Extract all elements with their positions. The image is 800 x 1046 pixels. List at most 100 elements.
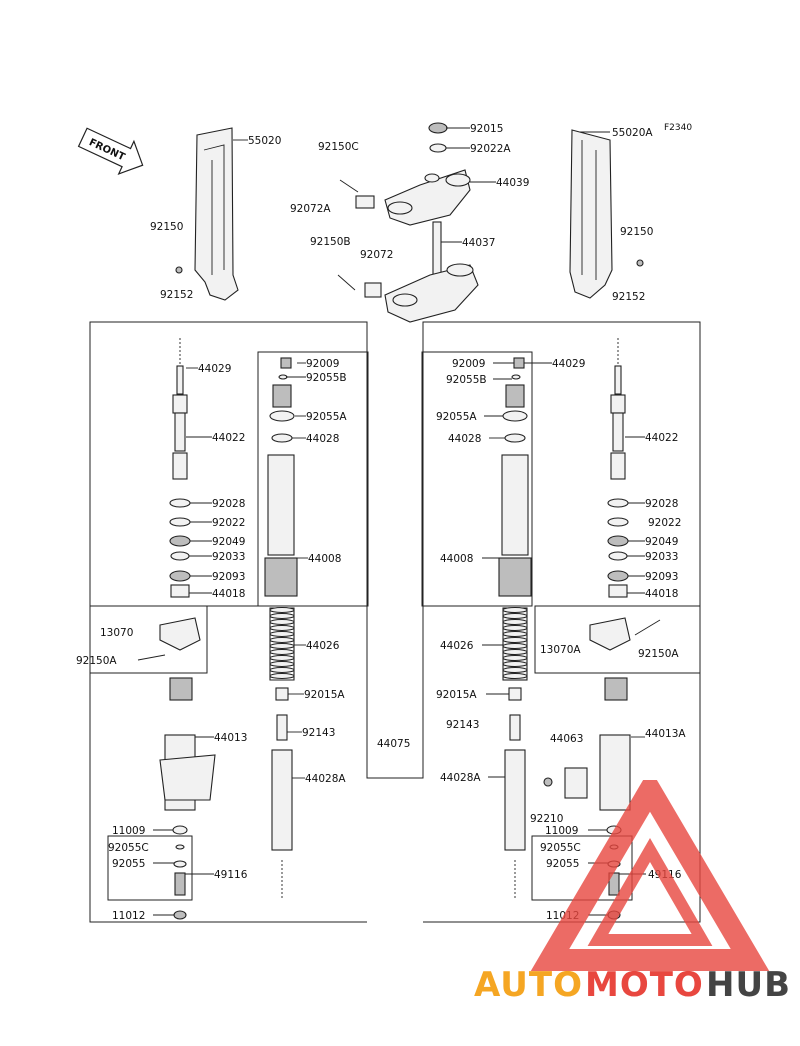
watermark-moto: MOTO <box>585 965 704 1005</box>
label-44063: 44063 <box>550 733 583 745</box>
label-44026-left: 44026 <box>306 640 340 652</box>
watermark-hub: HUB <box>706 965 791 1005</box>
label-44075: 44075 <box>377 738 410 750</box>
label-92150B: 92150B <box>310 236 351 248</box>
label-92022-right: 92022 <box>648 517 681 529</box>
label-44022-right: 44022 <box>645 432 678 444</box>
diagram-code: F2340 <box>664 123 692 133</box>
left-fork-spring-coil <box>269 672 295 680</box>
right-fork-spring-coil <box>502 624 528 632</box>
left-damper-rod <box>169 338 191 598</box>
label-92055-left: 92055 <box>112 858 145 870</box>
label-92022A: 92022A <box>470 143 511 155</box>
left-fork-spring-coil <box>269 630 295 638</box>
label-92015A-left: 92015A <box>304 689 345 701</box>
right-fork-spring-coil <box>502 660 528 668</box>
label-92055C-left: 92055C <box>108 842 149 854</box>
label-55020A: 55020A <box>612 127 653 139</box>
right-fork-spring-coil <box>502 642 528 650</box>
right-fork-spring-coil <box>502 606 528 614</box>
label-92072A: 92072A <box>290 203 331 215</box>
right-axle-clamp <box>589 617 661 651</box>
left-outer-tube <box>159 677 216 920</box>
label-13070: 13070 <box>100 627 133 639</box>
label-44008-left: 44008 <box>308 553 341 565</box>
label-44022-left: 44022 <box>212 432 245 444</box>
left-fork-spring-coil <box>269 636 295 644</box>
label-92015A-right: 92015A <box>436 689 477 701</box>
left-valve-box <box>107 835 193 901</box>
right-fork-spring-coil <box>502 618 528 626</box>
label-92210: 92210 <box>530 813 563 825</box>
label-92028-right: 92028 <box>645 498 678 510</box>
label-44029-left: 44029 <box>198 363 231 375</box>
label-92009-left: 92009 <box>306 358 339 370</box>
label-92055C-right: 92055C <box>540 842 581 854</box>
left-fork-spring-coil <box>269 624 295 632</box>
left-fork-spring-coil <box>269 612 295 620</box>
label-92055A-right: 92055A <box>436 411 477 423</box>
label-92049-left: 92049 <box>212 536 245 548</box>
left-fork-spring-coil <box>269 648 295 656</box>
watermark-triangle-logo <box>530 780 770 971</box>
label-92143-left: 92143 <box>302 727 335 739</box>
right-guard-bolt <box>636 259 644 267</box>
label-92055-right: 92055 <box>546 858 579 870</box>
left-fork-spring-coil <box>269 606 295 614</box>
right-fork-spring-coil <box>502 654 528 662</box>
label-92009-right: 92009 <box>452 358 485 370</box>
left-fork-guard <box>194 127 239 301</box>
right-lower-box <box>423 673 701 923</box>
left-fork-spring-coil <box>269 660 295 668</box>
label-49116-left: 49116 <box>214 869 248 881</box>
right-fork-spring-coil <box>502 672 528 680</box>
label-44013: 44013 <box>214 732 247 744</box>
left-cartridge-box <box>257 351 369 607</box>
label-92152-left: 92152 <box>160 289 193 301</box>
label-44013A: 44013A <box>645 728 686 740</box>
label-92015: 92015 <box>470 123 503 135</box>
label-92055B-left: 92055B <box>306 372 347 384</box>
left-guard-bolt <box>175 266 183 274</box>
label-92055B-right: 92055B <box>446 374 487 386</box>
upper-triple-clamp <box>384 122 471 226</box>
clamp-bolts <box>337 179 382 298</box>
left-fork-spring-coil <box>269 642 295 650</box>
label-44018-right: 44018 <box>645 588 678 600</box>
label-55020: 55020 <box>248 135 281 147</box>
right-fork-guard <box>569 129 613 299</box>
right-damper-rod <box>607 338 629 598</box>
label-44028A-left: 44028A <box>305 773 346 785</box>
left-cartridge <box>264 357 298 900</box>
label-92033-left: 92033 <box>212 551 245 563</box>
label-92150A-right: 92150A <box>638 648 679 660</box>
right-cartridge-box <box>421 351 533 607</box>
left-assembly-box-upper <box>89 321 400 779</box>
label-44029-right: 44029 <box>552 358 585 370</box>
label-92150-right: 92150 <box>620 226 653 238</box>
right-assembly-box-upper <box>400 321 701 779</box>
label-13070A: 13070A <box>540 644 581 656</box>
part-labels: 55020 55020A 92150 92152 92150 92152 921… <box>76 123 686 922</box>
label-92150C: 92150C <box>318 141 359 153</box>
right-fork-spring-coil <box>502 666 528 674</box>
label-44018-left: 44018 <box>212 588 245 600</box>
steering-stem <box>384 221 479 323</box>
label-44028-right: 44028 <box>448 433 481 445</box>
label-44039: 44039 <box>496 177 529 189</box>
left-clamp-box <box>89 605 208 674</box>
label-44037: 44037 <box>462 237 495 249</box>
label-92028-left: 92028 <box>212 498 245 510</box>
label-92150A-left: 92150A <box>76 655 117 667</box>
front-arrow-icon: FRONT <box>77 127 144 175</box>
label-92150-left: 92150 <box>150 221 183 233</box>
label-11009-left: 11009 <box>112 825 145 837</box>
label-92022-left: 92022 <box>212 517 245 529</box>
right-fork-spring-coil <box>502 612 528 620</box>
label-92033-right: 92033 <box>645 551 678 563</box>
label-92055A-left: 92055A <box>306 411 347 423</box>
label-92093-right: 92093 <box>645 571 678 583</box>
label-92143-right: 92143 <box>446 719 479 731</box>
right-fork-spring-coil <box>502 636 528 644</box>
